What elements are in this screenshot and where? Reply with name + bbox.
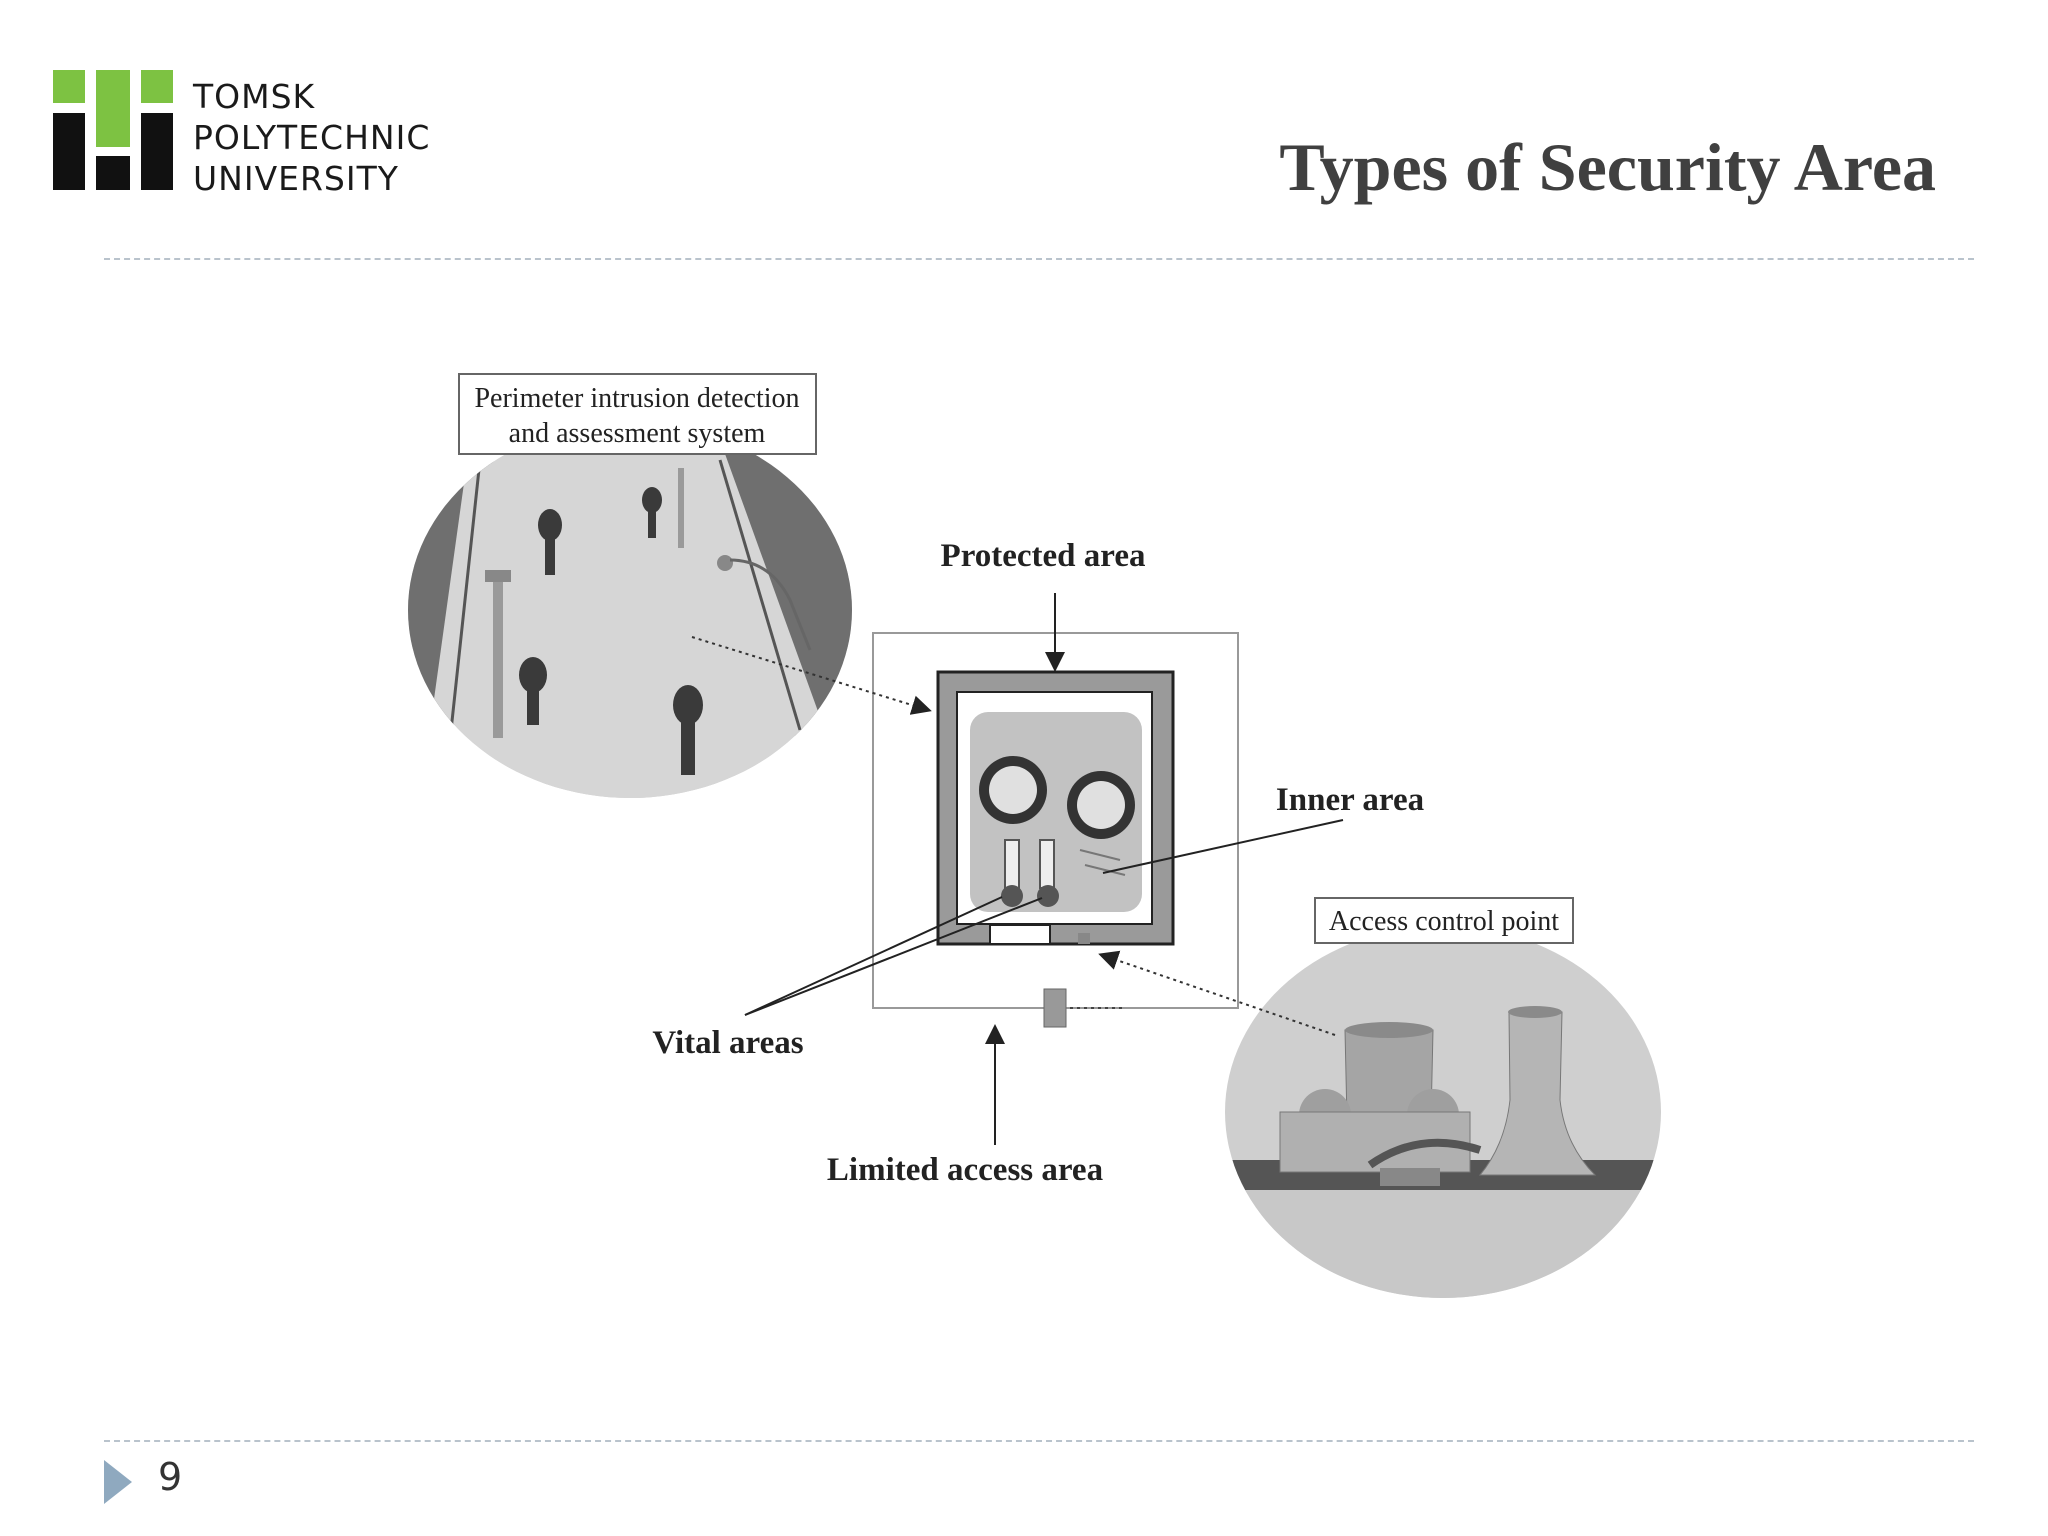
access-control-point-label: Access control point — [1329, 906, 1559, 937]
university-logo: TOMSK POLYTECHNIC UNIVERSITY — [53, 70, 453, 198]
page-marker-icon — [104, 1460, 132, 1504]
slide-title: Types of Security Area — [1279, 129, 1936, 205]
vital-areas-label: Vital areas — [652, 1025, 803, 1061]
limited-access-area-label: Limited access area — [827, 1152, 1103, 1188]
access-gate — [989, 924, 1051, 945]
page-number: 9 — [158, 1455, 183, 1499]
protected-area-label: Protected area — [941, 538, 1146, 574]
nuclear-plant-illustration — [1225, 926, 1661, 1298]
bottom-divider — [104, 1440, 1974, 1442]
inner-area-plant-illustration — [970, 712, 1142, 912]
logo-line-1: TOMSK — [193, 77, 316, 116]
perimeter-corridor-illustration — [408, 422, 852, 798]
logo-wordmark: TOMSK POLYTECHNIC UNIVERSITY — [193, 76, 430, 199]
logo-line-2: POLYTECHNIC — [193, 118, 431, 157]
logo-line-3: UNIVERSITY — [193, 159, 399, 198]
guard-post — [1043, 988, 1067, 1028]
perimeter-label-line-1: Perimeter intrusion detection — [474, 383, 799, 414]
perimeter-label-line-2: and assessment system — [509, 418, 766, 449]
tpu-logo-icon — [53, 70, 173, 190]
inner-area-label: Inner area — [1276, 782, 1424, 818]
top-divider — [104, 258, 1974, 260]
